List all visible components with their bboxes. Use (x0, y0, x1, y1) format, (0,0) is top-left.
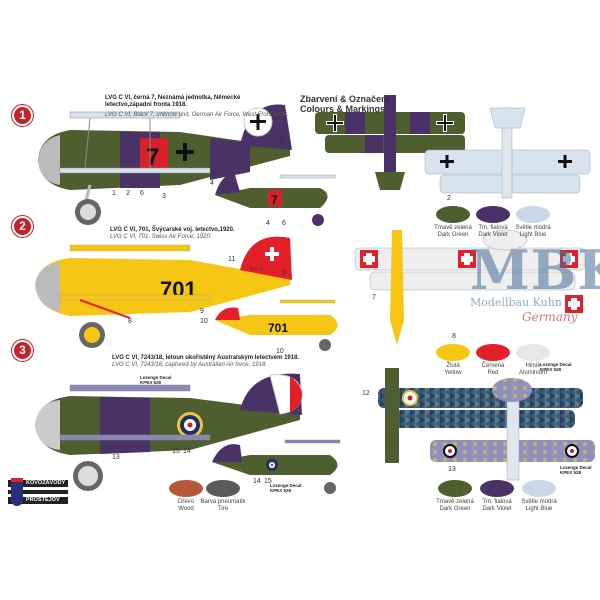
callout: 2 (126, 190, 130, 197)
scheme-1-title-cz: LVG C VI, černá 7, Neznámá jednotka, Něm… (105, 95, 241, 108)
scheme-2-title-cz: LVG C VI, 701, Švýcarské voj. letectvo,1… (110, 227, 235, 233)
callout: 6 (282, 220, 286, 227)
callout: 12 (362, 390, 370, 397)
callout: 3 (162, 193, 166, 200)
callout: 14 (183, 448, 191, 455)
scheme-1-title-en: LVG C VI, Black 7, unknow unit, German A… (105, 112, 289, 118)
callout: 5 (212, 170, 216, 177)
svg-text:7: 7 (271, 193, 278, 207)
scheme2-small-profile: 701 (215, 299, 338, 351)
callout: 8 (128, 318, 132, 325)
callout: 6 (140, 190, 144, 197)
scheme-3-title-cz: LVG C VI, 7243/18, letoun ukořistěný Aus… (112, 355, 300, 361)
scheme3-profile (35, 373, 303, 491)
callout: 10 (200, 318, 208, 325)
scheme2-profile: 701 LVG VI (35, 236, 292, 348)
scheme3-top-view (378, 368, 583, 463)
heading-en: Colours & Markings (300, 104, 386, 114)
watermark-logo: MBK (470, 238, 600, 302)
scheme1-small-profile: 7 (215, 174, 336, 226)
callout: 5 (280, 136, 284, 143)
scheme2-top-view (354, 229, 586, 345)
callout: 7 (372, 294, 376, 301)
callout: 10 (276, 348, 284, 355)
callout: 8 (452, 333, 456, 340)
scheme3-bottom-view (430, 378, 595, 481)
callout: 4 (210, 180, 214, 187)
scheme-2-title-en: LVG C VI, 701, Swiss Air Force, 1920. (110, 234, 212, 240)
watermark-country: Germany (522, 310, 578, 324)
scheme1-profile: 7 (38, 104, 292, 225)
callout: 15 (172, 448, 180, 455)
heading-cz: Zbarvení & Označení (300, 94, 390, 104)
callout: 9 (200, 308, 204, 315)
callout: 1 (112, 190, 116, 197)
svg-text:7: 7 (146, 144, 159, 171)
scheme1-top-view (315, 95, 465, 190)
scheme-3-title-en: LVG C VI, 7243/18, captured by Australia… (112, 362, 267, 368)
scheme-2-badge: 2 (14, 218, 31, 235)
callout: 13 (448, 466, 456, 473)
callout: 9 (282, 270, 286, 277)
scheme-1-badge: 1 (14, 107, 31, 124)
svg-text:LVG VI: LVG VI (250, 266, 263, 271)
callout: 11 (228, 256, 236, 263)
callout: 4 (266, 220, 270, 227)
callout: 2 (447, 195, 451, 202)
scheme-3-badge: 3 (14, 342, 31, 359)
callout: 15 (264, 478, 272, 485)
svg-text:701: 701 (268, 321, 288, 335)
scheme1-bottom-view (424, 107, 591, 199)
kovozavody-logo: KOVOZÁVODY PROSTĚJOV (8, 478, 68, 507)
scheme3-small-profile (212, 439, 341, 494)
callout: 13 (112, 454, 120, 461)
callout: 14 (253, 478, 261, 485)
watermark-subtitle: Modellbau Kuhn (470, 296, 562, 309)
